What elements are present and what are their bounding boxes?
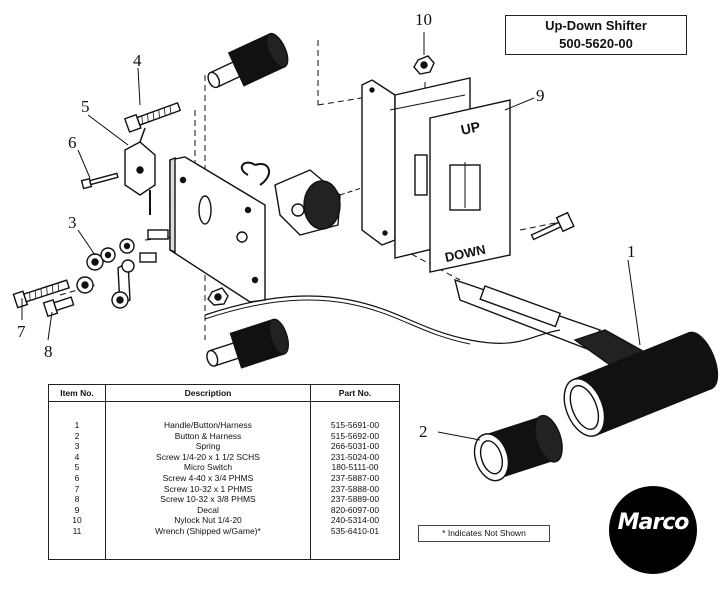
header-description: Description — [105, 384, 311, 402]
item-no-cell: 11 — [48, 525, 106, 560]
item-no-cell: 7 — [48, 483, 106, 495]
callout-4: 4 — [133, 51, 142, 70]
diagram-title-box: Up-Down Shifter 500-5620-00 — [505, 15, 687, 55]
assembly-part-number: 500-5620-00 — [559, 36, 633, 51]
marco-logo-text: Marco — [617, 510, 690, 535]
callout-10: 10 — [415, 10, 432, 29]
description-cell: Nylock Nut 1/4-20 — [105, 515, 311, 526]
linkage-parts — [76, 229, 169, 309]
description-cell: Handle/Button/Harness — [105, 401, 311, 431]
callout-6: 6 — [68, 133, 77, 152]
callout-7: 7 — [17, 322, 26, 341]
part-no-cell: 240-5314-00 — [330, 515, 380, 526]
header-item-no: Item No. — [48, 384, 106, 402]
description-cell: Screw 1/4-20 x 1 1/2 SCHS — [105, 451, 311, 463]
decal-panel — [414, 99, 511, 273]
callout-2: 2 — [419, 422, 428, 441]
top-bushing — [207, 32, 289, 89]
callout-5: 5 — [81, 97, 90, 116]
item-no-cell: 1 — [48, 401, 106, 431]
part-no-cell: 180-5111-00 — [331, 462, 379, 473]
pivot-cam — [274, 169, 341, 236]
callout-3: 3 — [68, 213, 77, 232]
decal-up-text: UP — [459, 118, 481, 138]
item-no-cell: 3 — [48, 441, 106, 452]
description-cell: Button & Harness — [105, 430, 311, 442]
handle-assembly — [454, 278, 719, 437]
item-no-cell: 9 — [48, 504, 106, 516]
callout-1: 1 — [627, 242, 636, 261]
item-no-cell: 4 — [48, 451, 106, 463]
part-no-cell: 237-5888-00 — [330, 483, 380, 494]
micro-switch — [124, 127, 156, 215]
part-no-cell: 535-6410-01 — [330, 525, 380, 536]
part-no-cell: 231-5024-00 — [330, 451, 380, 462]
part-no-cell: 515-5692-00 — [330, 430, 380, 441]
item-no-cell: 2 — [48, 430, 106, 442]
part-no-cell: 515-5691-00 — [330, 420, 380, 430]
button-part — [473, 414, 563, 482]
table-header-row: Item No. Description Part No. — [48, 384, 400, 402]
bottom-bushing — [206, 318, 289, 369]
callout-8: 8 — [44, 342, 53, 361]
description-cell: Screw 10-32 x 3/8 PHMS — [105, 494, 311, 505]
description-cell: Spring — [105, 441, 311, 452]
not-shown-note: * Indicates Not Shown — [418, 525, 550, 542]
part-no-cell: 237-5887-00 — [330, 472, 380, 483]
marco-logo: Marco — [609, 486, 697, 574]
part-no-cell: 266-5031-00 — [330, 441, 380, 452]
description-cell: Wrench (Shipped w/Game)* — [105, 525, 311, 560]
part-no-cell: 820-6097-00 — [330, 504, 380, 515]
callout-9: 9 — [536, 86, 545, 105]
description-cell: Screw 4-40 x 3/4 PHMS — [105, 472, 311, 484]
item-no-cell: 6 — [48, 472, 106, 484]
description-cell: Decal — [105, 504, 311, 516]
item-no-cell: 5 — [48, 462, 106, 473]
description-cell: Micro Switch — [105, 462, 311, 473]
item-no-cell: 8 — [48, 494, 106, 505]
item-no-cell: 10 — [48, 515, 106, 526]
header-part-no: Part No. — [310, 384, 400, 402]
mounting-bracket — [169, 156, 266, 303]
part-no-cell: 237-5889-00 — [330, 494, 380, 505]
description-cell: Screw 10-32 x 1 PHMS — [105, 483, 311, 495]
diagram-title: Up-Down Shifter — [545, 18, 647, 33]
